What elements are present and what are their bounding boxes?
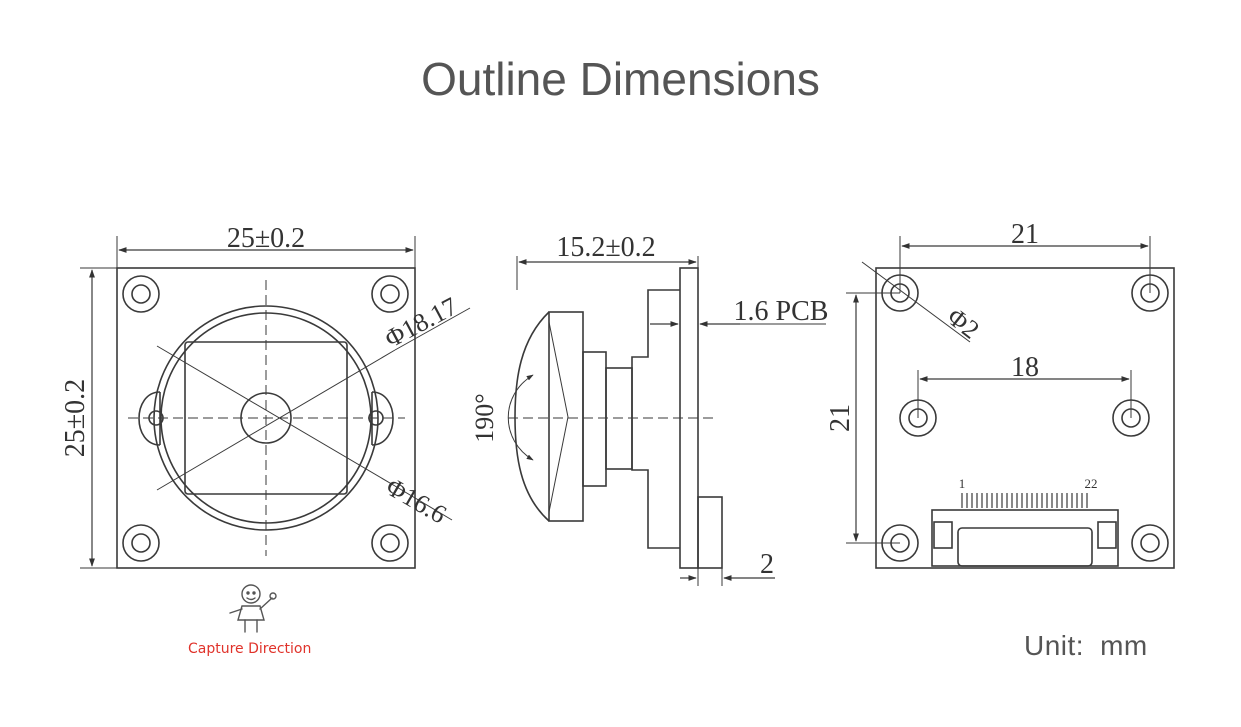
- pin-last-label: 22: [1085, 476, 1098, 491]
- back-mounting-holes: [881, 274, 1169, 562]
- side-depth-label: 15.2±0.2: [556, 232, 655, 263]
- hole-spacing-label: 18: [1011, 352, 1039, 383]
- front-view: [80, 236, 471, 569]
- side-connector: [697, 496, 723, 569]
- hole-diameter-label: Φ2: [942, 302, 985, 345]
- unit-prefix: Unit:: [1024, 630, 1085, 661]
- connector-length-label: 2: [760, 549, 774, 580]
- pcb-thickness-label: 1.6 PCB: [734, 296, 829, 327]
- front-width-label: 25±0.2: [227, 223, 305, 254]
- back-width-label: 21: [1011, 219, 1039, 250]
- pin-first-label: 1: [959, 476, 966, 491]
- inner-diameter-label: Φ16.6: [381, 472, 451, 529]
- front-mounting-holes: [122, 275, 409, 562]
- back-inner-holes: [899, 399, 1150, 437]
- front-board: [116, 267, 416, 569]
- front-height-label: 25±0.2: [60, 379, 91, 457]
- side-lens-dome: [514, 311, 550, 522]
- back-board: [875, 267, 1175, 569]
- back-height-label: 21: [825, 404, 856, 432]
- outer-diameter-label: Φ18.17: [380, 291, 462, 353]
- page-title: Outline Dimensions: [421, 53, 820, 105]
- fpc-connector: [931, 509, 1119, 567]
- capture-direction-icon: [229, 584, 277, 633]
- unit-label: Unit: mm: [1024, 630, 1148, 662]
- capture-direction-label: Capture Direction: [188, 641, 312, 657]
- view-angle-label: 190°: [470, 393, 499, 442]
- unit-value: mm: [1100, 630, 1148, 661]
- side-view: [507, 256, 826, 586]
- back-view: [846, 236, 1175, 569]
- side-holder: [631, 289, 680, 549]
- fpc-pins: [961, 493, 1088, 508]
